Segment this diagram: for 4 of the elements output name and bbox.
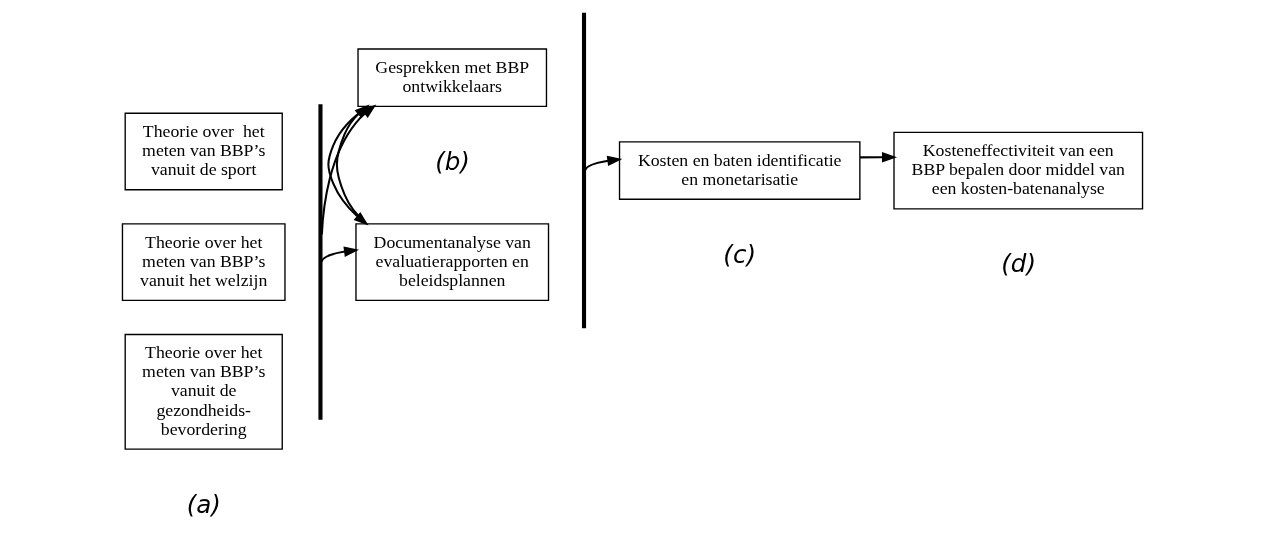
label: (a): [186, 489, 221, 519]
label: (b): [435, 146, 470, 176]
label: (c): [723, 239, 757, 269]
label: (d): [1001, 249, 1036, 279]
